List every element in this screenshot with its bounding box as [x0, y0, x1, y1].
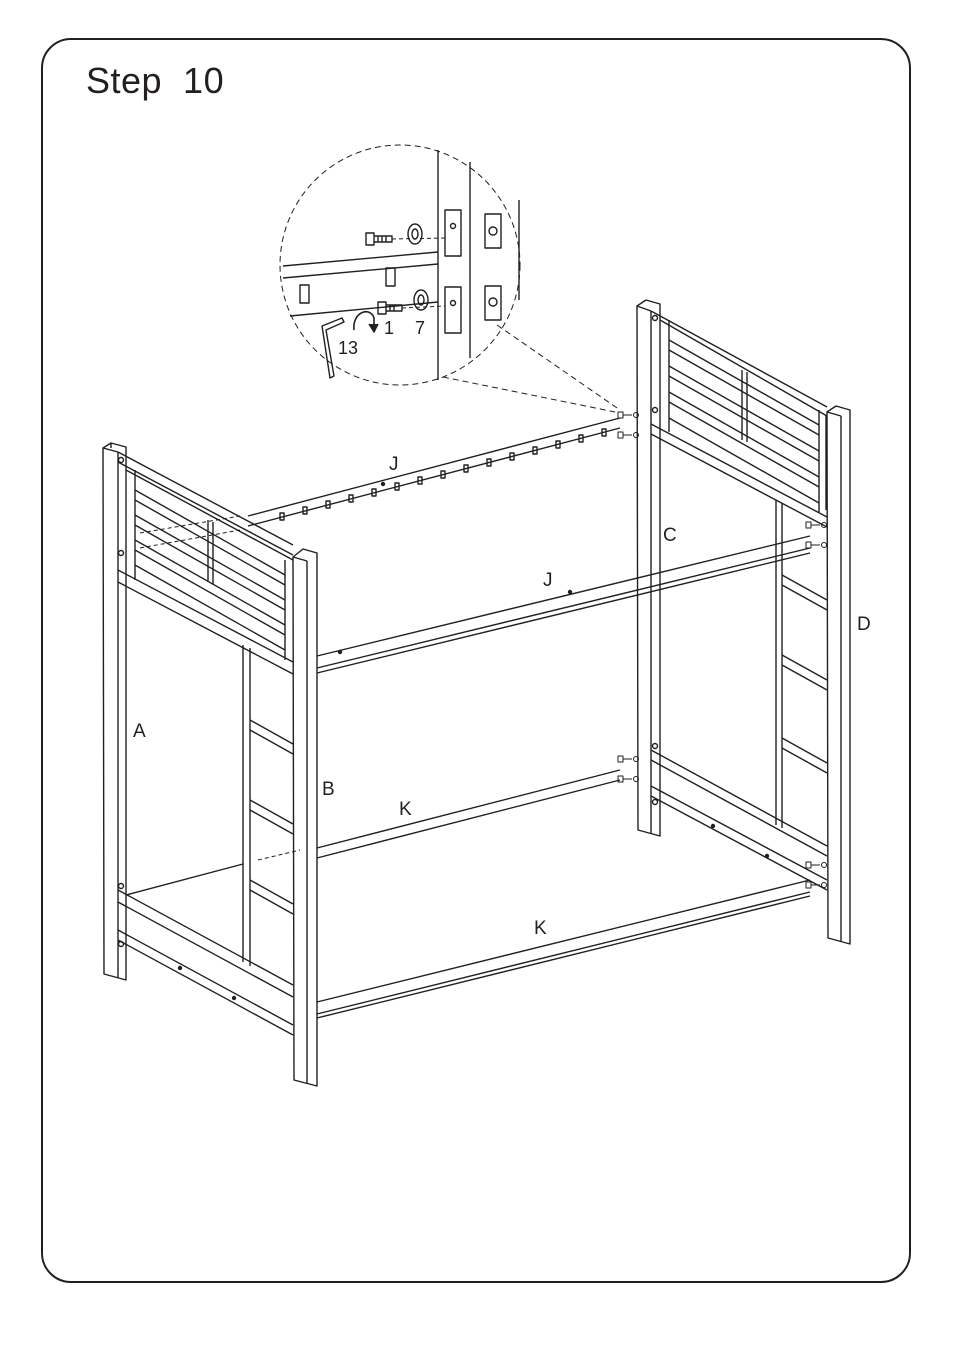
right-end-frame — [637, 300, 850, 944]
side-rail-K-back — [126, 770, 620, 895]
part-label-J-back: J — [389, 454, 399, 475]
callout-label-washer: 7 — [415, 318, 425, 338]
part-label-J-front: J — [543, 570, 553, 591]
bolt-cluster-icon — [618, 412, 827, 888]
part-label-A: A — [133, 721, 146, 742]
part-label-K-front: K — [534, 918, 547, 939]
part-label-B: B — [322, 779, 335, 800]
part-label-D: D — [857, 614, 871, 635]
callout-label-bolt: 1 — [384, 318, 394, 338]
zoom-callout — [280, 145, 620, 412]
side-rail-J-back — [248, 418, 620, 526]
part-label-C: C — [663, 525, 677, 546]
callout-label-wrench: 13 — [338, 338, 358, 358]
left-end-frame — [103, 443, 317, 1086]
part-label-K-back: K — [399, 799, 412, 820]
side-rail-K-front — [317, 880, 810, 1018]
side-rail-J-front — [317, 536, 810, 673]
bolt-icon — [366, 233, 402, 314]
